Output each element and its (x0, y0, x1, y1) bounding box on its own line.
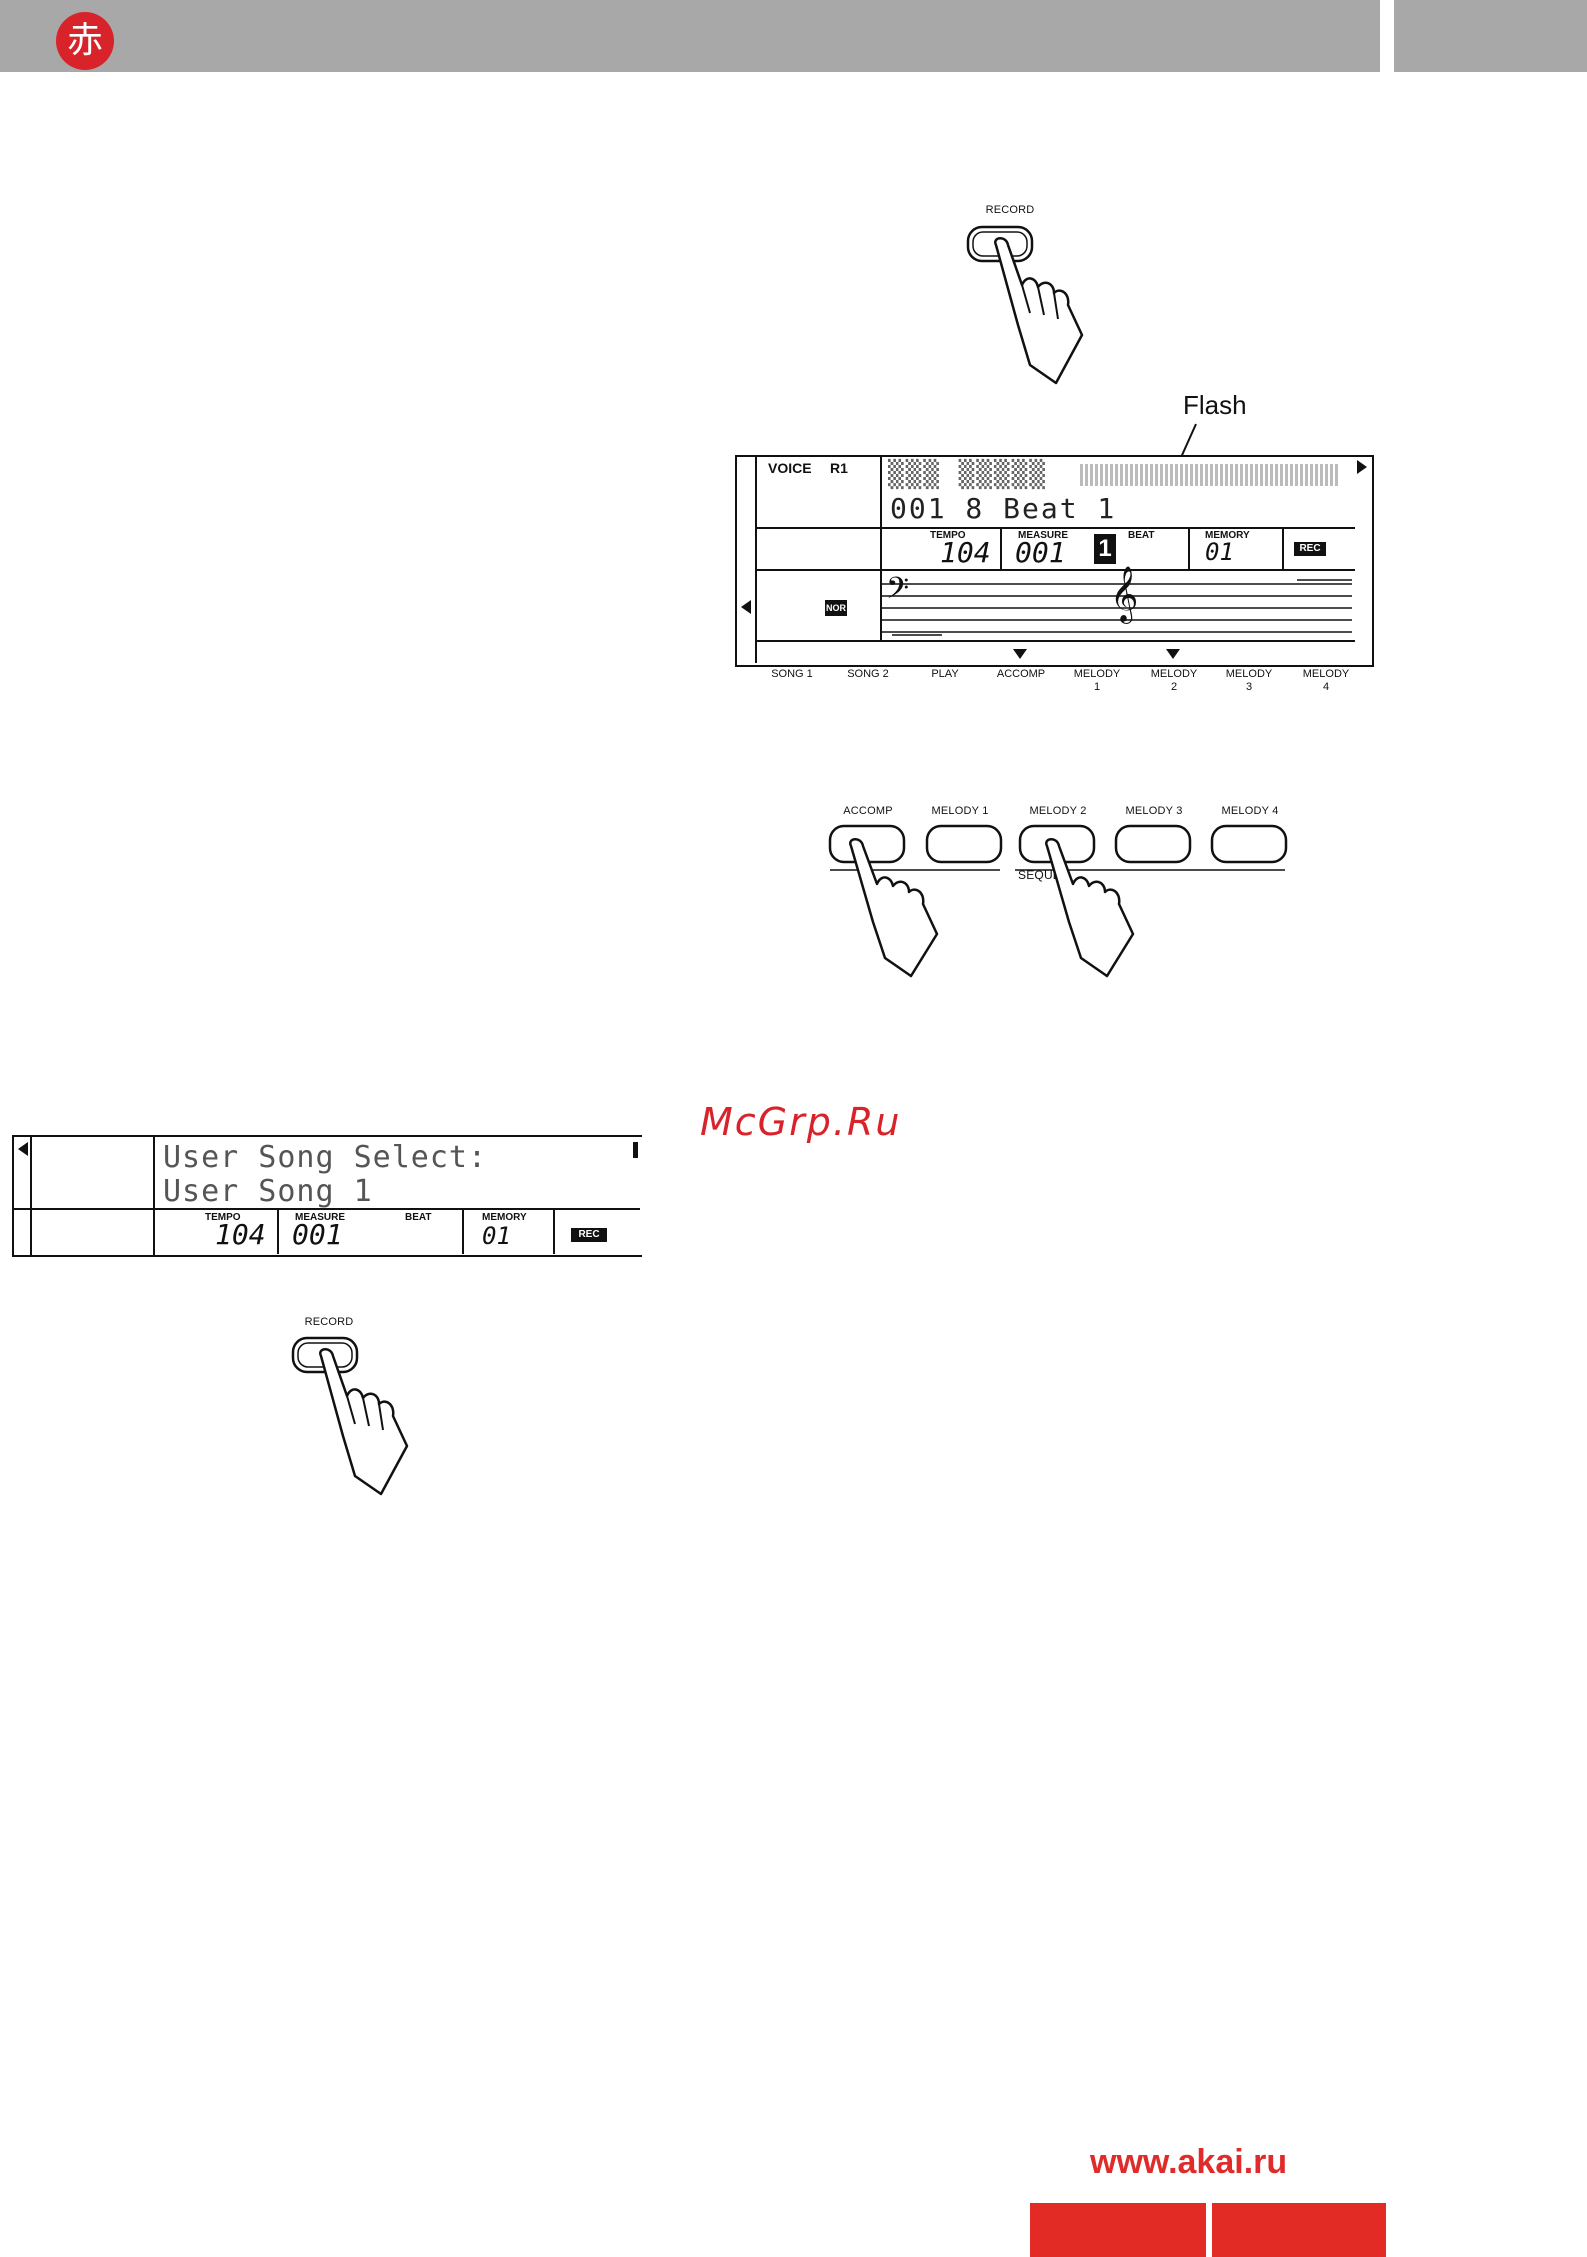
lcd-divider-vertical (880, 457, 882, 641)
lcd-right-arrow-icon (1357, 460, 1367, 474)
melody2-button-label: MELODY 2 (1029, 805, 1087, 817)
lcd-tab-accomp: ACCOMP (996, 668, 1046, 680)
bass-clef-icon: 𝄢 (886, 571, 910, 612)
lcd-dot-matrix (1080, 464, 1340, 486)
lcd-divider-h2 (755, 569, 1355, 571)
watermark-text: McGrp.Ru (700, 1100, 902, 1144)
memory-rec-divider (1282, 527, 1284, 569)
memory-value: 01 (1205, 538, 1234, 566)
small-tempo-value: 104 (215, 1218, 266, 1251)
lcd-divider-h1 (755, 527, 1355, 529)
main-lcd-left-edge (735, 455, 757, 663)
small-memory-rec-divider (553, 1208, 555, 1254)
tempo-measure-divider (1000, 527, 1002, 569)
lcd-tab-play: PLAY (931, 668, 959, 680)
record-button-bottom-hand-illustration (291, 1336, 409, 1496)
nor-badge: NOR (825, 600, 847, 616)
lcd-left-arrow-icon (741, 600, 751, 614)
beat-label: BEAT (1128, 530, 1155, 541)
header-bar-right (1394, 0, 1587, 72)
small-lcd-left-edge (30, 1135, 32, 1255)
small-lcd-line1: User Song Select: (163, 1140, 488, 1175)
measure-label: MEASURE (1018, 530, 1069, 541)
track-buttons-hand-illustration (828, 824, 1288, 978)
voice-label: VOICE (768, 460, 812, 476)
small-lcd-divider-h (12, 1208, 640, 1210)
tempo-value: 104 (940, 536, 991, 569)
lcd-line2: 001 8 Beat 1 (890, 492, 1117, 525)
melody3-button-label: MELODY 3 (1125, 805, 1183, 817)
small-lcd-divider-vertical (153, 1135, 155, 1255)
small-lcd-line2: User Song 1 (163, 1174, 373, 1209)
small-lcd-right-marker-icon (633, 1142, 638, 1158)
record-button-bottom-label: RECORD (304, 1316, 354, 1328)
flash-label: Flash (1183, 390, 1247, 420)
small-lcd-left-arrow-icon (18, 1142, 28, 1156)
small-tempo-measure-divider (277, 1208, 279, 1254)
melody2-marker-icon (1166, 649, 1180, 659)
melody1-button-label: MELODY 1 (931, 805, 989, 817)
small-rec-badge: REC (571, 1228, 607, 1242)
small-memory-value: 01 (482, 1222, 511, 1250)
small-tempo-label: TEMPO (205, 1212, 241, 1223)
voice-r-label: R1 (830, 460, 848, 476)
measure-value: 001 (1015, 536, 1066, 569)
small-measure-value: 001 (292, 1218, 343, 1251)
record-button-hand-illustration (966, 225, 1084, 385)
melody4-button-label: MELODY 4 (1221, 805, 1279, 817)
lcd-tab-song1: SONG 1 (771, 668, 813, 680)
treble-clef-icon: 𝄞 (1110, 568, 1139, 621)
small-lcd-display (12, 1135, 642, 1257)
memory-label: MEMORY (1205, 530, 1250, 541)
small-memory-label: MEMORY (482, 1212, 527, 1223)
beat-value: 1 (1094, 534, 1116, 564)
lcd-line1: ▒▒▒ ▒▒▒▒▒ (888, 460, 1047, 490)
small-beat-label: BEAT (405, 1212, 432, 1223)
accomp-marker-icon (1013, 649, 1027, 659)
tempo-label: TEMPO (930, 530, 966, 541)
header-bar (0, 0, 1380, 72)
accomp-button-label: ACCOMP (843, 805, 893, 817)
small-measure-label: MEASURE (295, 1212, 346, 1223)
footer-website-link[interactable]: www.akai.ru (1090, 2143, 1288, 2181)
logo-icon: 赤 (56, 12, 114, 70)
beat-memory-divider (1188, 527, 1190, 569)
footer-red-block-left (1030, 2203, 1206, 2257)
footer-red-block-right (1212, 2203, 1386, 2257)
small-beat-memory-divider (462, 1208, 464, 1254)
rec-badge: REC (1294, 542, 1326, 556)
lcd-divider-h3 (755, 640, 1355, 642)
lcd-tab-song2: SONG 2 (847, 668, 889, 680)
record-button-label: RECORD (985, 204, 1035, 216)
lcd-music-staff (882, 579, 1352, 636)
